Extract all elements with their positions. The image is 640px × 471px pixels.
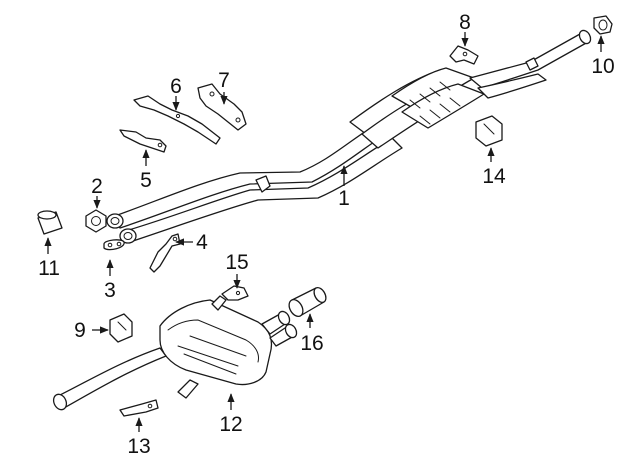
callout-4: 4 — [196, 231, 208, 254]
hanger-bracket-5 — [119, 129, 167, 153]
callout-3: 3 — [104, 279, 116, 302]
callout-8: 8 — [459, 11, 471, 34]
callout-13: 13 — [127, 435, 150, 458]
callout-2: 2 — [91, 175, 103, 198]
callout-7: 7 — [218, 69, 230, 92]
rear-muffler-12 — [52, 295, 298, 411]
callout-1: 1 — [338, 187, 350, 210]
hanger-bracket-13 — [119, 399, 159, 417]
exhaust-tip-10 — [593, 15, 613, 35]
front-exhaust-pipe-assembly — [106, 29, 592, 244]
callout-16: 16 — [300, 332, 323, 355]
rubber-mount-14 — [475, 115, 503, 147]
callout-5: 5 — [140, 169, 152, 192]
hanger-bracket-6 — [133, 95, 221, 145]
hanger-bracket-8 — [449, 45, 479, 65]
callout-12: 12 — [219, 413, 242, 436]
hanger-bracket-4 — [149, 233, 181, 273]
callout-11: 11 — [38, 257, 60, 280]
callout-15: 15 — [225, 251, 248, 274]
callout-6: 6 — [170, 75, 182, 98]
hanger-bracket-15 — [221, 285, 249, 301]
hanger-bracket-7 — [197, 83, 247, 131]
rubber-insulator-11 — [37, 210, 63, 235]
callout-14: 14 — [482, 165, 506, 188]
rubber-mount-9 — [109, 313, 133, 343]
gasket-part — [85, 209, 107, 233]
leader-arrows — [44, 32, 605, 432]
exhaust-tip-16 — [288, 286, 327, 318]
callout-10: 10 — [591, 55, 614, 78]
small-gasket-part — [103, 239, 125, 251]
callout-9: 9 — [74, 319, 86, 342]
callout-labels: 1 2 3 4 5 6 7 8 9 10 11 12 13 14 15 16 — [38, 11, 615, 458]
